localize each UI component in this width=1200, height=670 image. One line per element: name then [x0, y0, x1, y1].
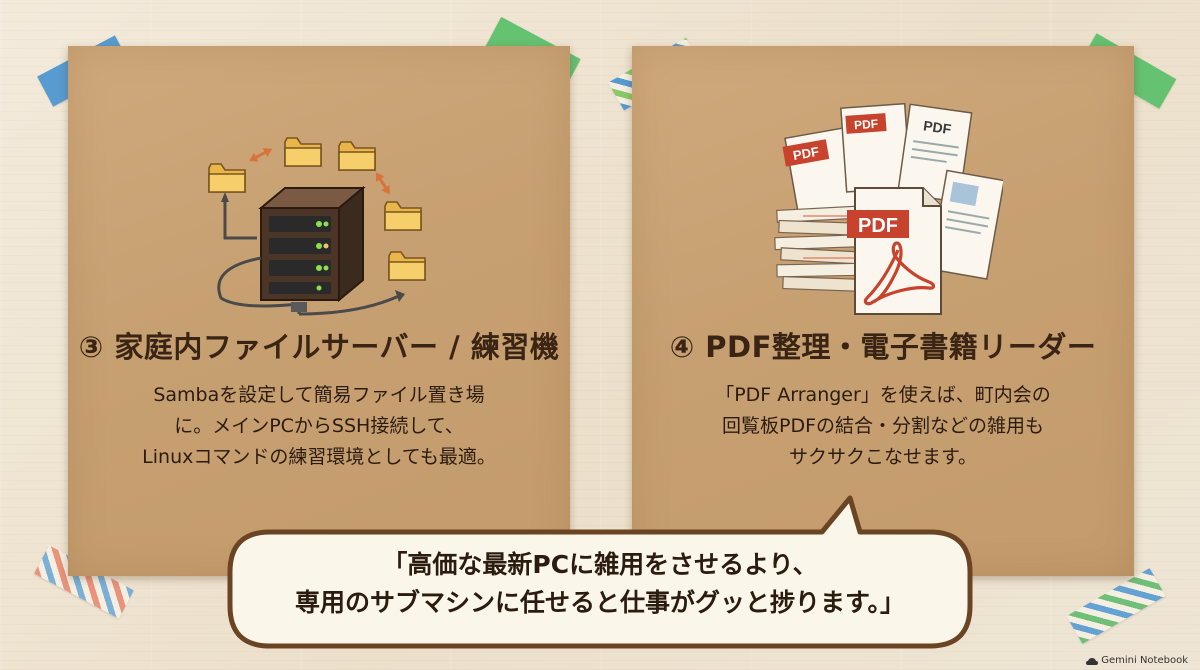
tape-bottom-right-striped: [1066, 568, 1166, 644]
description-line: Sambaを設定して簡易ファイル置き場: [153, 384, 485, 406]
card-title: ④ PDF整理・電子書籍リーダー: [669, 330, 1097, 364]
pdf-stack-icon: PDF PDF PDF: [774, 102, 1003, 315]
bubble-line: 専用のサブマシンに任せると仕事がグッと捗ります。」: [294, 588, 905, 617]
description-line: に。メインPCからSSH接続して、: [174, 415, 464, 437]
card-pdf-reader: PDF PDF PDF: [632, 46, 1134, 576]
server-with-folders-icon: [208, 137, 426, 316]
speech-bubble: 「高価な最新PCに雑用をさせるより、 専用のサブマシンに任せると仕事がグッと捗り…: [210, 494, 990, 654]
speech-bubble-text: 「高価な最新PCに雑用をさせるより、 専用のサブマシンに任せると仕事がグッと捗り…: [230, 546, 970, 622]
brand-label: Gemini Notebook: [1101, 655, 1188, 666]
pdf-label: PDF: [858, 215, 898, 237]
card-title: ③ 家庭内ファイルサーバー / 練習機: [78, 330, 560, 364]
pdf-label: PDF: [792, 144, 820, 163]
pdf-label: PDF: [922, 117, 952, 137]
pdf-label: PDF: [854, 117, 879, 133]
description-line: サクサクこなせます。: [788, 446, 978, 468]
speech-bubble-shape: [227, 495, 973, 649]
bubble-line: 「高価な最新PCに雑用をさせるより、: [382, 550, 818, 579]
card-description: 「PDF Arranger」を使えば、町内会の 回覧板PDFの結合・分割などの雑…: [662, 380, 1104, 473]
brand-watermark: Gemini Notebook: [1086, 655, 1188, 666]
description-line: 「PDF Arranger」を使えば、町内会の: [715, 384, 1051, 406]
cloud-logo-icon: [1086, 657, 1099, 665]
description-line: 回覧板PDFの結合・分割などの雑用も: [721, 415, 1045, 437]
card-description: Sambaを設定して簡易ファイル置き場 に。メインPCからSSH接続して、 Li…: [98, 380, 540, 473]
card-file-server: ③ 家庭内ファイルサーバー / 練習機 Sambaを設定して簡易ファイル置き場 …: [68, 46, 570, 576]
description-line: Linuxコマンドの練習環境としても最適。: [142, 446, 496, 468]
